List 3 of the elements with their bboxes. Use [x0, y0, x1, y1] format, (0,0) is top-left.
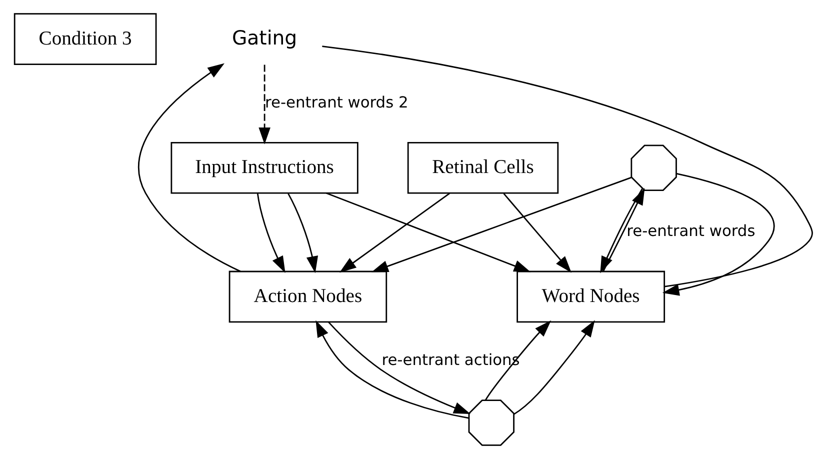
- edge-label: re-entrant words 2: [264, 93, 408, 112]
- edge-label: re-entrant words: [626, 222, 755, 240]
- node-text: Gating: [231, 26, 297, 50]
